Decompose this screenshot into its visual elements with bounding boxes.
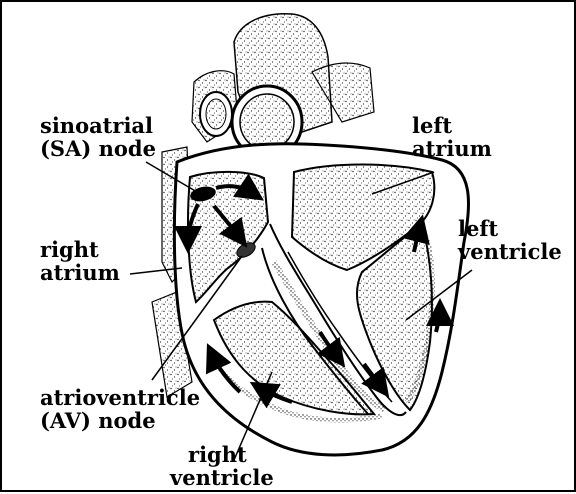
label-av-node-line1: atrioventricle	[40, 386, 200, 409]
label-left-atrium: left atrium	[412, 114, 492, 160]
label-left-atrium-line2: atrium	[412, 137, 492, 160]
label-left-ventricle-line2: ventricle	[458, 240, 562, 263]
label-sa-node-line2: (SA) node	[40, 137, 156, 160]
label-right-atrium: right atrium	[40, 238, 120, 284]
label-sa-node: sinoatrial (SA) node	[40, 114, 156, 160]
label-right-atrium-line2: atrium	[40, 261, 120, 284]
label-av-node: atrioventricle (AV) node	[40, 386, 200, 432]
label-left-ventricle: left ventricle	[458, 217, 562, 263]
label-av-node-line2: (AV) node	[40, 409, 200, 432]
label-right-ventricle-line1: right	[170, 443, 274, 466]
label-left-atrium-line1: left	[412, 114, 492, 137]
label-sa-node-line1: sinoatrial	[40, 114, 156, 137]
label-right-atrium-line1: right	[40, 238, 120, 261]
label-right-ventricle-line2: ventricle	[170, 466, 274, 489]
label-left-ventricle-line1: left	[458, 217, 562, 240]
label-right-ventricle: right ventricle	[170, 443, 274, 489]
